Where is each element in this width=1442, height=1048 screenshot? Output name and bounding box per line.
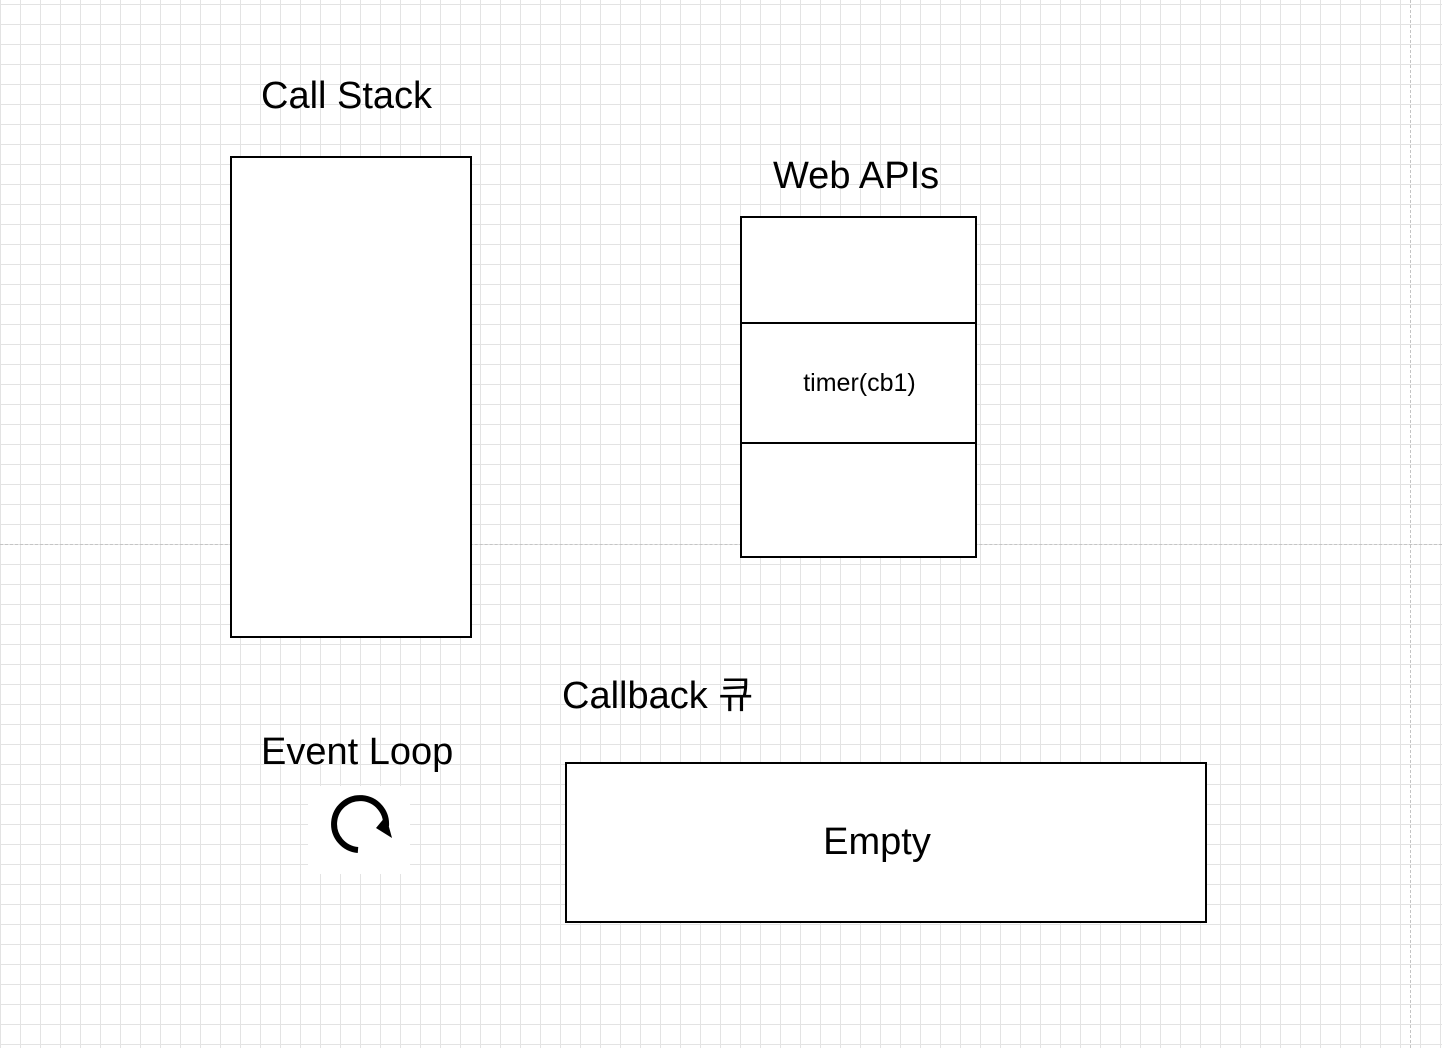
page-break-horizontal — [0, 544, 1442, 545]
web-api-slot-timer: timer(cb1) — [742, 324, 975, 444]
web-api-slot-top — [742, 218, 975, 324]
web-apis-title: Web APIs — [773, 155, 940, 197]
page-break-vertical — [1410, 0, 1411, 1048]
callback-queue-content: Empty — [823, 821, 931, 863]
event-loop-title: Event Loop — [261, 731, 454, 773]
web-api-slot-bottom — [742, 444, 975, 556]
call-stack-box[interactable] — [230, 156, 472, 638]
call-stack-title: Call Stack — [261, 75, 433, 117]
callback-queue-box[interactable]: Empty — [565, 762, 1207, 923]
refresh-loop-icon — [331, 795, 392, 853]
event-loop-icon-container — [308, 786, 410, 874]
callback-queue-title: Callback 큐 — [562, 675, 754, 717]
web-apis-box[interactable]: timer(cb1) — [740, 216, 977, 558]
